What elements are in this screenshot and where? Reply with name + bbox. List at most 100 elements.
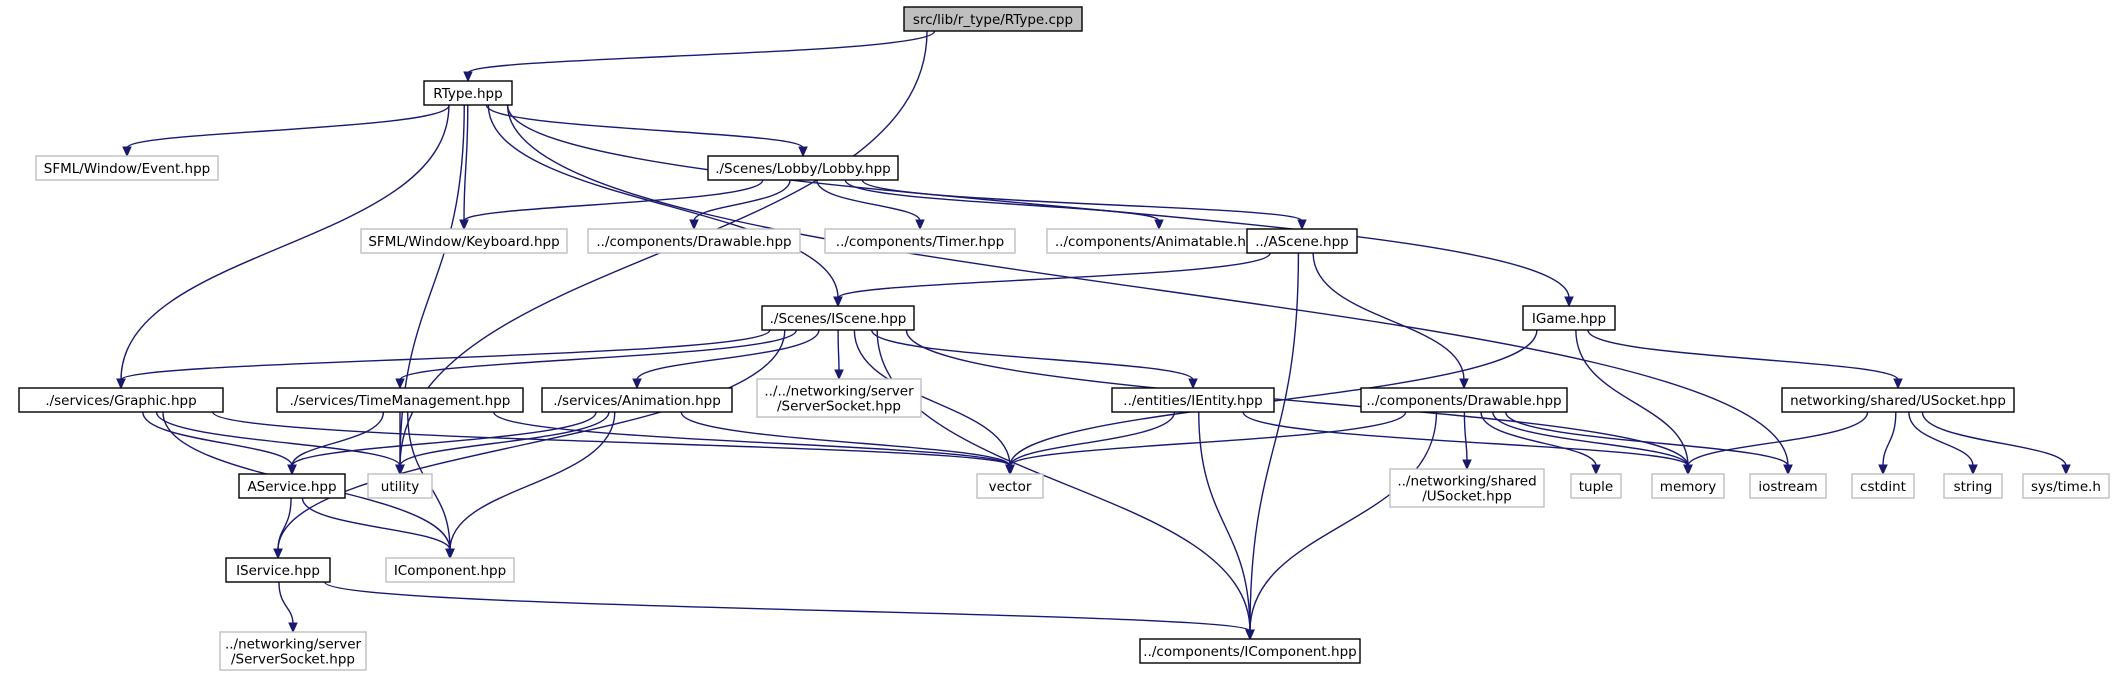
- edge-animation-to-vector: [680, 411, 1011, 467]
- node-timemgmt[interactable]: ./services/TimeManagement.hpp: [276, 387, 524, 413]
- arrowhead-iscene-to-graphic: [116, 378, 126, 390]
- edge-timemgmt-to-aservice: [291, 411, 385, 467]
- arrowhead-animation-to-utility: [395, 464, 405, 476]
- edge-igame-to-usocket: [1587, 329, 1899, 381]
- arrowhead-rtype_hpp-to-sfml_event: [122, 146, 132, 158]
- node-lobby[interactable]: ./Scenes/Lobby/Lobby.hpp: [707, 155, 899, 181]
- arrowhead-rtype_hpp-to-lobby: [798, 146, 808, 158]
- arrowhead-lobby-to-comp_timer: [915, 219, 925, 231]
- node-box-rtype_cpp: [903, 6, 1083, 32]
- node-iostream: iostream: [1749, 473, 1827, 499]
- edge-usocket-to-string: [1908, 411, 1974, 467]
- arrowhead-rtype_hpp-to-igame: [1564, 296, 1574, 308]
- node-igame[interactable]: IGame.hpp: [1522, 305, 1616, 331]
- edge-ientity-to-comp_icomponent: [1198, 411, 1251, 632]
- edge-usocket-to-memory: [1687, 411, 1869, 467]
- edge-animation-to-icomponent_ext: [449, 411, 616, 551]
- node-label-timemgmt: ./services/TimeManagement.hpp: [290, 393, 511, 409]
- node-label-rtype_cpp: src/lib/r_type/RType.cpp: [913, 12, 1073, 28]
- arrowhead-iscene-to-ientity: [1188, 378, 1198, 390]
- node-iscene[interactable]: ./Scenes/IScene.hpp: [761, 305, 915, 331]
- node-vector: vector: [976, 473, 1044, 499]
- edge-rtype_hpp-to-iostream: [506, 104, 1789, 467]
- edge-animation-to-aservice: [291, 411, 597, 467]
- node-box-memory: [1651, 473, 1725, 499]
- node-label-graphic: ./services/Graphic.hpp: [45, 393, 196, 409]
- node-label-iservice: IService.hpp: [236, 563, 320, 579]
- arrowhead-animation-to-aservice: [287, 464, 297, 476]
- arrowhead-usocket-to-memory: [1683, 464, 1693, 476]
- node-label-iostream: iostream: [1758, 479, 1817, 495]
- edge-iscene-to-iservice: [277, 329, 786, 551]
- node-box-lobby: [707, 155, 899, 181]
- node-label-net_shared_usocket: ../networking/shared: [1397, 474, 1536, 490]
- node-box-timemgmt: [276, 387, 524, 413]
- node-aservice[interactable]: AService.hpp: [238, 473, 346, 499]
- arrowhead-usocket-to-cstdint: [1878, 464, 1888, 476]
- arrowhead-aservice-to-icomponent_ext: [445, 548, 455, 560]
- node-net_server_socket_b: ../networking/server/ServerSocket.hpp: [219, 631, 367, 671]
- arrowhead-ascene-to-iscene: [833, 296, 843, 308]
- edge-iscene-to-animation: [636, 329, 820, 381]
- node-rtype_hpp[interactable]: RType.hpp: [423, 80, 513, 106]
- edge-rtype_hpp-to-graphic: [120, 104, 450, 381]
- node-drawable_doc[interactable]: ../components/Drawable.hpp: [1360, 387, 1568, 413]
- node-label-animation: ./services/Animation.hpp: [553, 393, 721, 409]
- arrowhead-usocket-to-string: [1968, 464, 1978, 476]
- arrowhead-drawable_doc-to-iostream: [1783, 464, 1793, 476]
- edge-ascene-to-iscene: [837, 252, 1271, 299]
- node-sfml_keyboard: SFML/Window/Keyboard.hpp: [360, 228, 568, 254]
- node-box-comp_icomponent: [1139, 638, 1361, 664]
- node-box-icomponent_ext: [385, 557, 515, 583]
- node-box-cstdint: [1851, 473, 1915, 499]
- node-rtype_cpp[interactable]: src/lib/r_type/RType.cpp: [903, 6, 1083, 32]
- node-box-animation: [541, 387, 733, 413]
- node-label-net_server_socket_b: /ServerSocket.hpp: [231, 652, 355, 668]
- node-box-aservice: [238, 473, 346, 499]
- edge-iservice-to-net_server_socket_b: [278, 581, 294, 625]
- edge-lobby-to-comp_animatable: [844, 179, 1160, 222]
- node-label-utility: utility: [381, 479, 419, 495]
- node-label-vector: vector: [989, 479, 1032, 495]
- node-graphic[interactable]: ./services/Graphic.hpp: [18, 387, 224, 413]
- edge-graphic-to-vector: [212, 411, 1011, 467]
- edge-drawable_doc-to-vector: [1009, 411, 1407, 467]
- node-iservice[interactable]: IService.hpp: [225, 557, 331, 583]
- arrowhead-lobby-to-sfml_keyboard: [459, 219, 469, 231]
- node-box-ascene: [1246, 228, 1358, 254]
- node-ascene[interactable]: ../AScene.hpp: [1246, 228, 1358, 254]
- node-box-iservice: [225, 557, 331, 583]
- node-label-sfml_keyboard: SFML/Window/Keyboard.hpp: [368, 234, 559, 250]
- edge-drawable_doc-to-iostream: [1505, 411, 1789, 467]
- node-box-graphic: [18, 387, 224, 413]
- node-box-iostream: [1749, 473, 1827, 499]
- node-ientity[interactable]: ../entities/IEntity.hpp: [1111, 387, 1275, 413]
- arrowhead-lobby-to-comp_animatable: [1154, 219, 1164, 231]
- node-comp_icomponent[interactable]: ../components/IComponent.hpp: [1139, 638, 1361, 664]
- node-label-net_server_socket_a: ../../networking/server: [764, 384, 914, 400]
- node-animation[interactable]: ./services/Animation.hpp: [541, 387, 733, 413]
- node-box-rtype_hpp: [423, 80, 513, 106]
- edge-iscene-to-ientity: [871, 329, 1194, 381]
- arrowhead-drawable_doc-to-net_shared_usocket: [1462, 459, 1472, 471]
- edge-rtype_cpp-to-rtype_hpp: [467, 30, 936, 74]
- node-usocket[interactable]: networking/shared/USocket.hpp: [1781, 387, 2015, 413]
- edge-drawable_doc-to-net_shared_usocket: [1463, 411, 1468, 462]
- node-label-systime: sys/time.h: [2031, 479, 2101, 495]
- node-box-drawable_doc: [1360, 387, 1568, 413]
- node-sfml_event: SFML/Window/Event.hpp: [35, 155, 219, 181]
- arrowhead-iscene-to-net_server_socket_a: [834, 369, 844, 381]
- node-label-ascene: ../AScene.hpp: [1255, 234, 1349, 250]
- node-label-sfml_event: SFML/Window/Event.hpp: [44, 161, 211, 177]
- edge-animation-to-utility: [399, 411, 610, 467]
- node-cstdint: cstdint: [1851, 473, 1915, 499]
- edge-ascene-to-drawable_doc: [1312, 252, 1465, 381]
- node-box-ientity: [1111, 387, 1275, 413]
- edge-rtype_hpp-to-iscene: [487, 104, 839, 299]
- edge-iscene-to-graphic: [120, 329, 771, 381]
- edge-drawable_doc-to-tuple: [1480, 411, 1597, 467]
- node-label-usocket: networking/shared/USocket.hpp: [1790, 393, 2006, 409]
- node-label-comp_drawable: ../components/Drawable.hpp: [596, 234, 791, 250]
- arrowhead-aservice-to-iservice: [273, 548, 283, 560]
- edge-rtype_hpp-to-igame: [506, 104, 1570, 299]
